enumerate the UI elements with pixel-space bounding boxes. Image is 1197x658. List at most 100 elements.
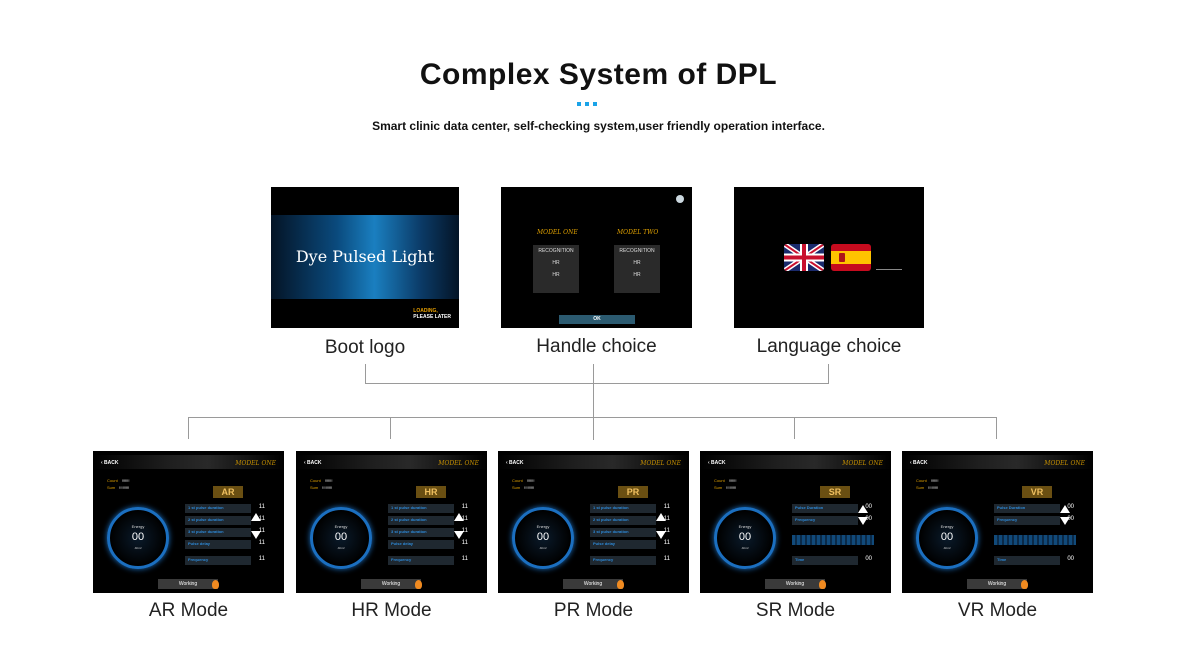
param-row: 2 st pulse duration 11: [388, 516, 468, 525]
recognition-hr: HR: [633, 272, 641, 278]
param-value: 11: [663, 504, 670, 510]
energy-value: 00: [738, 531, 752, 543]
energy-value: 00: [940, 531, 954, 543]
decrease-arrow-icon[interactable]: [1060, 517, 1070, 525]
caption-handle-choice: Handle choice: [536, 336, 657, 357]
mode-screen-hr: ‹ BACK MODEL ONE Count!!!!!!! Sum!!!!!!!…: [296, 451, 487, 593]
energy-label: Energy: [738, 524, 752, 529]
param-value: 11: [258, 516, 265, 522]
mode-screen-pr: ‹ BACK MODEL ONE Count!!!!!!! Sum!!!!!!!…: [498, 451, 689, 593]
param-value: 11: [461, 556, 468, 562]
param-value: 11: [663, 516, 670, 522]
connector-drop-ar: [188, 417, 189, 439]
recognition-label: RECOGNITION: [538, 248, 574, 254]
param-value: 11: [663, 540, 670, 546]
count-stats: Count!!!!!!! Sum!!!!!!!!!: [512, 477, 534, 491]
working-status[interactable]: Working: [967, 579, 1027, 589]
boot-logo-text: Dye Pulsed Light: [295, 247, 435, 266]
param-label: 1 st pulse duration: [391, 505, 427, 510]
param-value: 11: [663, 528, 670, 534]
energy-bar-strip: [994, 535, 1076, 545]
recognition-box-one[interactable]: RECOGNITION HR HR: [533, 245, 579, 293]
energy-gauge[interactable]: Energy 00 J/cm²: [916, 507, 978, 569]
mode-badge: HR: [416, 486, 446, 498]
lamp-icon: [617, 580, 624, 589]
ok-button[interactable]: OK: [559, 315, 635, 324]
param-row: Frequency 00: [994, 516, 1074, 525]
param-label: Frequency: [391, 557, 412, 562]
working-status[interactable]: Working: [765, 579, 825, 589]
connector-drop-hr: [390, 417, 391, 439]
count-stats: Count!!!!!!! Sum!!!!!!!!!: [714, 477, 736, 491]
energy-gauge[interactable]: Energy 00 J/cm²: [512, 507, 574, 569]
mode-screen-vr: ‹ BACK MODEL ONE Count!!!!!!! Sum!!!!!!!…: [902, 451, 1093, 593]
param-row: Frequency 11: [590, 556, 670, 565]
recognition-box-two[interactable]: RECOGNITION HR HR: [614, 245, 660, 293]
energy-gauge[interactable]: Energy 00 J/cm²: [310, 507, 372, 569]
working-status[interactable]: Working: [563, 579, 623, 589]
back-button[interactable]: ‹ BACK: [101, 460, 119, 466]
count-label: Count: [714, 478, 725, 483]
decrease-arrow-icon[interactable]: [858, 517, 868, 525]
param-value: 11: [258, 540, 265, 546]
param-row: 2 st pulse duration 11: [185, 516, 265, 525]
param-value: 00: [1067, 516, 1074, 522]
sum-label: Sum: [512, 485, 521, 490]
param-label: 1 st pulse duration: [188, 505, 224, 510]
increase-arrow-icon[interactable]: [1060, 505, 1070, 513]
caption-mode-sr: SR Mode: [755, 600, 836, 621]
energy-gauge[interactable]: Energy 00 J/cm²: [714, 507, 776, 569]
count-stats: Count!!!!!!! Sum!!!!!!!!!: [107, 477, 129, 491]
sum-label: Sum: [107, 485, 116, 490]
param-row: 3 st pulse duration 11: [388, 528, 468, 537]
count-value: !!!!!!!: [526, 478, 535, 483]
increase-arrow-icon[interactable]: [656, 513, 666, 521]
decrease-arrow-icon[interactable]: [251, 531, 261, 539]
back-button[interactable]: ‹ BACK: [506, 460, 524, 466]
param-value: 00: [1067, 556, 1074, 562]
param-label: 2 st pulse duration: [593, 517, 629, 522]
count-value: !!!!!!!: [324, 478, 333, 483]
param-value: 11: [663, 556, 670, 562]
sum-value: !!!!!!!!!: [928, 485, 939, 490]
back-button[interactable]: ‹ BACK: [910, 460, 928, 466]
screen-top-bar: [700, 455, 891, 469]
param-row: Time 00: [792, 556, 872, 565]
working-status[interactable]: Working: [361, 579, 421, 589]
decrease-arrow-icon[interactable]: [454, 531, 464, 539]
boot-banner: [271, 215, 459, 299]
param-label: Pulse delay: [391, 541, 414, 546]
caption-mode-hr: HR Mode: [351, 600, 432, 621]
energy-gauge[interactable]: Energy 00 J/cm²: [107, 507, 169, 569]
recognition-hr: HR: [552, 260, 560, 266]
screen-top-bar: [93, 455, 284, 469]
recognition-label: RECOGNITION: [619, 248, 655, 254]
spain-flag-icon[interactable]: [831, 244, 871, 271]
mode-screen-ar: ‹ BACK MODEL ONE Count!!!!!!! Sum!!!!!!!…: [93, 451, 284, 593]
increase-arrow-icon[interactable]: [858, 505, 868, 513]
param-label: Pulse delay: [188, 541, 211, 546]
decrease-arrow-icon[interactable]: [656, 531, 666, 539]
working-status[interactable]: Working: [158, 579, 218, 589]
energy-value: 00: [334, 531, 348, 543]
energy-unit: J/cm²: [134, 546, 142, 550]
uk-flag-icon[interactable]: [784, 244, 824, 271]
count-value: !!!!!!!: [121, 478, 130, 483]
connector-top-horizontal: [365, 383, 829, 384]
caption-mode-vr: VR Mode: [957, 600, 1038, 621]
increase-arrow-icon[interactable]: [454, 513, 464, 521]
param-value: 11: [461, 504, 468, 510]
param-row: Pulse delay 11: [388, 540, 468, 549]
count-stats: Count!!!!!!! Sum!!!!!!!!!: [310, 477, 332, 491]
screen-top-bar: [296, 455, 487, 469]
back-button[interactable]: ‹ BACK: [304, 460, 322, 466]
increase-arrow-icon[interactable]: [251, 513, 261, 521]
model-label: MODEL ONE: [842, 460, 883, 467]
param-row: 1 st pulse duration 11: [388, 504, 468, 513]
back-button[interactable]: ‹ BACK: [708, 460, 726, 466]
energy-value: 00: [131, 531, 145, 543]
param-label: Frequency: [593, 557, 614, 562]
caption-mode-pr: PR Mode: [553, 600, 634, 621]
count-value: !!!!!!!: [930, 478, 939, 483]
model-label: MODEL ONE: [640, 460, 681, 467]
